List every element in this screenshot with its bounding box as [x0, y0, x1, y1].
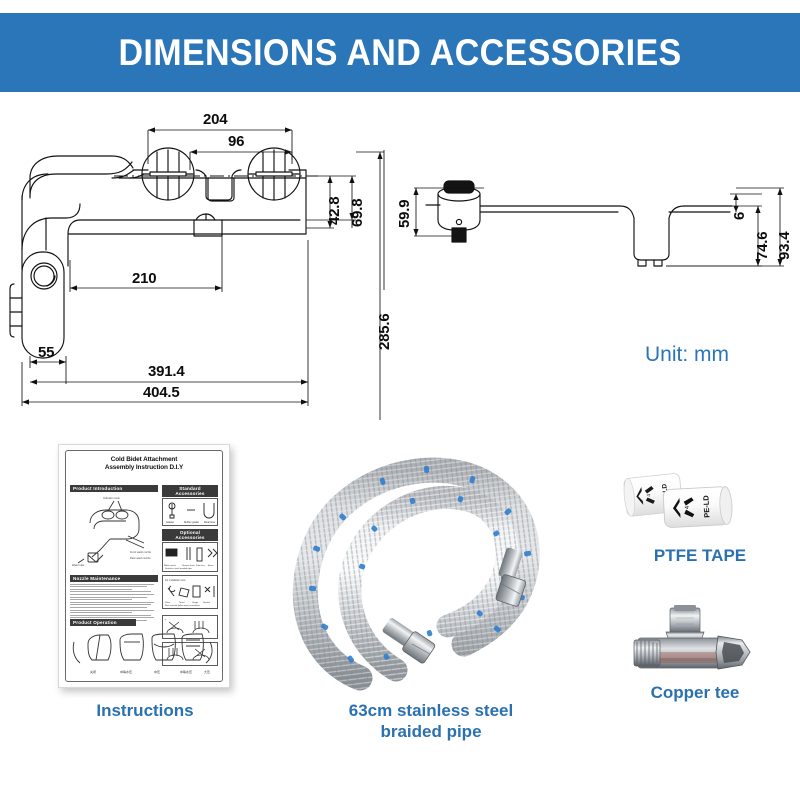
- ptfe-marking: PE-LD: [701, 495, 711, 519]
- section-standard-accessories: Standard Accessories: [162, 485, 218, 497]
- section-nozzle-maintenance: Nozzle Maintenance: [70, 575, 158, 582]
- svg-text:Raw material (teflon tape) scr: Raw material (teflon tape) screwdriver: [165, 604, 200, 607]
- top-view-drawing: 204 96 42.8 69.8 285.6 210 55 391.4 404.…: [0, 100, 400, 459]
- caption-braided-pipe-line2: braided pipe: [380, 722, 482, 741]
- svg-text:Shower hose: Shower hose: [182, 564, 196, 567]
- dimension-391-4: 391.4: [148, 363, 185, 380]
- tools-icons: For installation tools Pliers Towel: [165, 579, 215, 607]
- maintenance-diagram-a: a: [162, 615, 218, 639]
- sheet-right-column: Standard Accessories Adapter Rubber gask…: [162, 485, 218, 666]
- braided-pipe-image: [288, 438, 574, 696]
- sheet-title-line2: Assembly Instruction D.I.Y: [104, 464, 184, 471]
- svg-text:Water inlet: Water inlet: [72, 563, 85, 567]
- svg-text:关闭: 关闭: [90, 669, 96, 674]
- top-view-svg: [9, 127, 384, 459]
- copper-tee-svg: [633, 605, 751, 670]
- svg-text:4: 4: [646, 493, 652, 497]
- svg-text:Towel: Towel: [179, 602, 185, 604]
- svg-text:Filter bar: Filter bar: [196, 564, 205, 567]
- svg-text:Gauge: Gauge: [192, 602, 199, 604]
- svg-text:中等水压: 中等水压: [180, 669, 192, 674]
- svg-text:Rear wash nozzle: Rear wash nozzle: [130, 556, 151, 560]
- side-view-svg: [383, 150, 784, 290]
- maintenance-diagram-a-icons: a: [165, 619, 210, 634]
- svg-text:For installation tools: For installation tools: [165, 579, 186, 582]
- ptfe-tape-svg: 4 PE-LD 4 PE-LD: [623, 473, 733, 528]
- tools-box: For installation tools Pliers Towel: [162, 575, 218, 609]
- pipe-fitting-right: [495, 547, 527, 607]
- optional-accessories-box: Bidet nozzle Shower hose Filter bar Bras…: [162, 542, 218, 572]
- nozzle-maintenance-text: [70, 583, 158, 621]
- dimension-93-4: 93.4: [776, 231, 793, 260]
- svg-text:大压: 大压: [204, 669, 210, 674]
- svg-text:Stainless steel braided pipe: Stainless steel braided pipe: [165, 567, 193, 570]
- optional-accessories-icons: Bidet nozzle Shower hose Filter bar Bras…: [164, 547, 218, 570]
- svg-text:a: a: [165, 619, 167, 621]
- dimension-96: 96: [228, 133, 245, 150]
- section-product-introduction: Product Introduction: [70, 485, 158, 492]
- dimension-42-8: 42.8: [326, 196, 343, 225]
- copper-tee-image: [624, 602, 758, 684]
- svg-text:Indicator cover: Indicator cover: [103, 496, 120, 500]
- sheet-left-column: Product Introduction: [70, 485, 158, 623]
- header-banner: DIMENSIONS AND ACCESSORIES: [0, 13, 800, 92]
- svg-text:Rubber gasket: Rubber gasket: [184, 521, 199, 524]
- unit-label: Unit: mm: [645, 343, 729, 366]
- svg-text:Sealant: Sealant: [203, 601, 210, 604]
- caption-braided-pipe: 63cm stainless steel braided pipe: [296, 700, 566, 742]
- product-illustration-icon: Indicator cover Front wash nozzle Rear w…: [72, 496, 152, 567]
- dimension-74-6: 74.6: [754, 231, 771, 260]
- svg-text:中压: 中压: [154, 669, 160, 674]
- dimension-6: 6: [731, 211, 748, 220]
- sheet-title-line1: Cold Bidet Attachment: [110, 456, 178, 463]
- product-operation-icons: 关闭 中等水压 中压 中等水压 大压: [72, 633, 213, 674]
- instructions-sheet-inner: Cold Bidet Attachment Assembly Instructi…: [65, 450, 223, 682]
- section-optional-accessories: Optional Accessories: [162, 529, 218, 541]
- dimension-285-6: 285.6: [376, 313, 393, 350]
- dimension-69-8: 69.8: [349, 198, 366, 227]
- caption-instructions: Instructions: [96, 701, 194, 720]
- dimension-55: 55: [38, 344, 55, 361]
- dimension-204: 204: [203, 111, 228, 128]
- svg-text:4: 4: [685, 505, 691, 509]
- dimension-210: 210: [132, 270, 157, 287]
- standard-accessories-box: Adapter Rubber gasket Metal hose: [162, 498, 218, 526]
- caption-copper-tee: Copper tee: [650, 683, 740, 702]
- section-product-operation: Product Operation: [70, 619, 136, 626]
- caption-ptfe-tape: PTFE TAPE: [653, 546, 747, 565]
- sheet-title: Cold Bidet Attachment Assembly Instructi…: [70, 456, 218, 472]
- svg-text:Front wash nozzle: Front wash nozzle: [130, 550, 152, 554]
- caption-braided-pipe-line1: 63cm stainless steel: [348, 701, 514, 720]
- svg-text:Adapter: Adapter: [166, 521, 174, 524]
- pipe-fitting-left: [382, 618, 436, 664]
- ptfe-tape-image: 4 PE-LD 4 PE-LD: [612, 462, 748, 548]
- braided-pipe-svg: [292, 457, 540, 691]
- svg-text:Bidet nozzle: Bidet nozzle: [164, 564, 177, 567]
- maintenance-diagram-b: b: [162, 642, 218, 666]
- svg-text:Brass: Brass: [208, 564, 214, 567]
- side-view-drawing: 59.9 6 74.6 93.4: [380, 150, 800, 290]
- svg-text:Pliers: Pliers: [165, 601, 170, 604]
- svg-text:中等水压: 中等水压: [120, 669, 132, 674]
- dimension-59-9: 59.9: [396, 199, 413, 228]
- standard-accessories-icons: Adapter Rubber gasket Metal hose: [166, 502, 216, 524]
- instructions-sheet-image: Cold Bidet Attachment Assembly Instructi…: [58, 444, 230, 688]
- page-title: DIMENSIONS AND ACCESSORIES: [118, 31, 682, 73]
- sheet-bottom-column: Product Operation: [70, 619, 218, 681]
- svg-text:Metal hose: Metal hose: [204, 521, 216, 524]
- dimension-404-5: 404.5: [143, 384, 180, 401]
